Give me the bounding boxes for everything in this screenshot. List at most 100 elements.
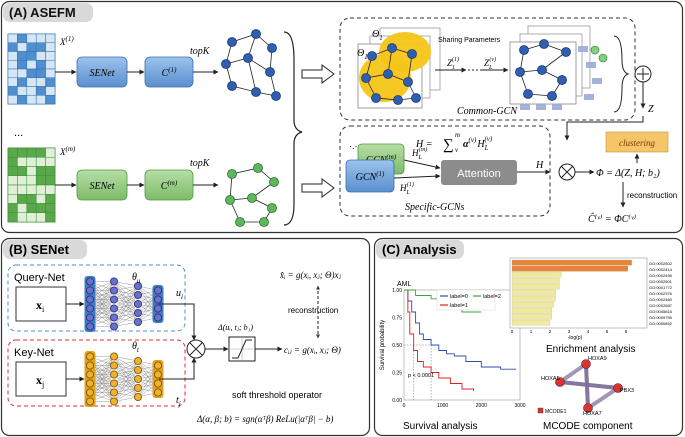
matrix-cell — [45, 175, 56, 186]
net-edge — [113, 312, 139, 327]
theta-u: θu — [132, 272, 141, 285]
legend-1: label=1 — [450, 303, 468, 309]
c1-label: C(1) — [162, 66, 178, 79]
matrix-cell — [17, 203, 28, 213]
enrichment-xtick: 2 — [549, 329, 552, 334]
svg-text:m: m — [455, 131, 460, 139]
h-label: H — [535, 160, 544, 171]
tj-label: tj — [176, 395, 181, 408]
enrichment-bar — [511, 313, 553, 320]
net-edge — [113, 360, 139, 375]
svg-text:HOXA5: HOXA5 — [541, 376, 560, 382]
hm-label: HL(m) — [411, 146, 427, 161]
neuron — [110, 397, 119, 406]
gcn-1-label: GCN(1) — [356, 170, 385, 183]
neuron — [133, 299, 142, 308]
enrichment-bar — [511, 283, 560, 290]
matrix-cell — [26, 86, 37, 96]
matrix-cell — [17, 184, 28, 195]
matrix-cell — [35, 166, 46, 176]
neuron — [86, 379, 95, 388]
go-term-label: GO:0002495 — [649, 273, 673, 278]
input-matrix-m — [7, 147, 56, 223]
matrix-cell — [26, 77, 37, 87]
neuron — [86, 313, 95, 322]
phi-formula: Φ = Δ(Z, H; b₂) — [596, 168, 660, 179]
soft-threshold-label: soft threshold operator — [232, 390, 322, 400]
net-edge — [113, 303, 139, 327]
neuron — [86, 322, 95, 331]
neuron — [153, 304, 162, 313]
matrix-cell — [35, 77, 46, 87]
common-gcn-label: Common-GCN — [457, 106, 518, 117]
matrix-cell — [7, 33, 18, 43]
z-label: Z — [648, 104, 654, 115]
matrix-cell — [7, 60, 18, 70]
panel-a-title-bg — [3, 3, 93, 22]
topk-label-m: topK — [190, 158, 211, 169]
senet-label-1: SENet — [90, 68, 115, 79]
matrix-cell — [45, 77, 56, 87]
svg-text:·.·: ·.· — [349, 141, 358, 151]
neuron — [86, 397, 95, 406]
neuron — [86, 388, 95, 397]
feature-strip — [592, 78, 602, 84]
graph-node — [519, 45, 529, 55]
matrix-cell — [7, 203, 18, 213]
graph-node — [387, 43, 397, 53]
go-term-label: GO:0009755 — [649, 315, 673, 320]
matrix-cell — [26, 95, 37, 105]
common-gcn-box — [339, 17, 636, 121]
input-matrix-1 — [7, 33, 56, 105]
km-curve — [404, 289, 517, 370]
neuron — [133, 356, 142, 365]
enrichment-bar — [511, 289, 556, 296]
p-value: p < 0.0001 — [408, 373, 434, 379]
node-hoxa5 — [555, 377, 565, 387]
svg-text:PBX3: PBX3 — [620, 388, 634, 394]
feature-strip — [520, 104, 530, 110]
xhat-formula: x̂ᵢ = g(xᵢ, xⱼ; Θ)xⱼ — [279, 270, 342, 280]
enrichment-xtick: 6 — [625, 329, 628, 334]
survival-ytick: 0.25 — [392, 371, 402, 377]
enrichment-xtick: 1 — [530, 329, 533, 334]
matrix-cell — [17, 77, 28, 87]
survival-ytick: 0.50 — [392, 343, 402, 349]
specific-gcns-label: Specific-GCNs — [405, 202, 465, 213]
common-graph-output — [515, 39, 608, 110]
graph-m — [225, 163, 279, 227]
matrix-cell — [45, 51, 56, 61]
key-net-box — [7, 339, 186, 407]
matrix-cell — [26, 175, 37, 186]
zl-label: ZL(v) — [484, 56, 496, 71]
panel-a-title: (A) ASEFM — [9, 5, 76, 20]
neuron — [133, 392, 142, 401]
graph-node — [561, 47, 571, 57]
graph-node — [251, 29, 261, 39]
survival-xtick: 3000 — [514, 403, 525, 409]
neuron — [133, 281, 142, 290]
net-edge — [113, 360, 139, 384]
graph-node — [367, 51, 377, 61]
panel-b: (B) SENet Query-Net xi θu Key-Net xj θt … — [0, 237, 371, 437]
legend-2: label=2 — [483, 294, 501, 300]
aml-label: AML — [397, 281, 412, 288]
sharing-parameters: Sharing Parameters — [438, 37, 501, 44]
matrix-cell — [35, 194, 46, 204]
neuron — [153, 313, 162, 322]
matrix-cell — [26, 194, 37, 204]
query-net-label: Query-Net — [14, 272, 65, 284]
net-edge — [113, 387, 139, 402]
xj-label: xj — [36, 373, 44, 389]
clustering-box — [605, 131, 669, 153]
matrix-cell — [26, 203, 37, 213]
matrix-cell — [45, 194, 56, 204]
matrix-cell — [17, 212, 28, 223]
matrix-cell — [17, 157, 28, 167]
graph-node — [221, 59, 231, 69]
graph-edge — [247, 57, 257, 93]
enrichment-xtick: 4 — [587, 329, 590, 334]
matrix-cell — [45, 166, 56, 176]
matrix-cell — [17, 68, 28, 78]
